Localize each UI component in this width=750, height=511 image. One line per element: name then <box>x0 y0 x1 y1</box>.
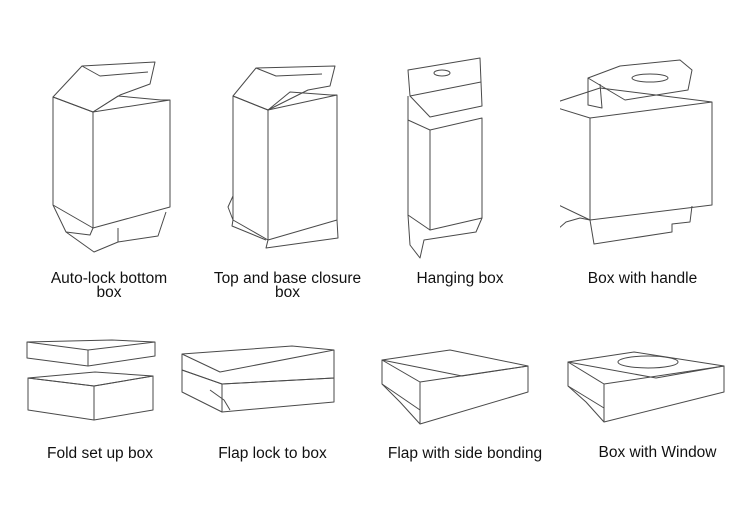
diagram-box-with-window <box>560 330 750 440</box>
diagram-top-and-base-closure-box <box>190 0 380 260</box>
fold-set-up-box-icon <box>26 339 156 421</box>
diagram-flap-with-side-bonding <box>370 330 560 440</box>
label-box-with-handle: Box with handle <box>587 270 698 287</box>
label-flap-with-side-bonding: Flap with side bonding <box>387 445 543 462</box>
diagram-hanging-box <box>380 0 570 260</box>
diagram-auto-lock-bottom-box <box>0 0 190 260</box>
hanging-box-icon <box>407 57 483 259</box>
label-flap-lock-to-box: Flap lock to box <box>218 445 327 462</box>
flap-with-side-bonding-icon <box>381 349 529 425</box>
label-fold-set-up-box: Fold set up box <box>47 445 153 462</box>
top-and-base-closure-box-icon <box>227 65 339 249</box>
label-hanging-box: Hanging box <box>416 270 504 287</box>
diagram-fold-set-up-box <box>0 330 190 440</box>
label-box-with-window: Box with Window <box>598 444 717 461</box>
box-with-handle-icon <box>560 59 713 245</box>
diagram-box-with-handle <box>560 0 750 260</box>
label-top-and-base-closure-box: Top and base closure box <box>213 270 362 301</box>
auto-lock-bottom-box-icon <box>52 61 171 253</box>
box-with-window-icon <box>567 351 725 423</box>
label-auto-lock-bottom-box: Auto-lock bottom box <box>50 270 168 301</box>
diagram-flap-lock-to-box <box>180 330 370 440</box>
flap-lock-to-box-icon <box>181 345 335 413</box>
